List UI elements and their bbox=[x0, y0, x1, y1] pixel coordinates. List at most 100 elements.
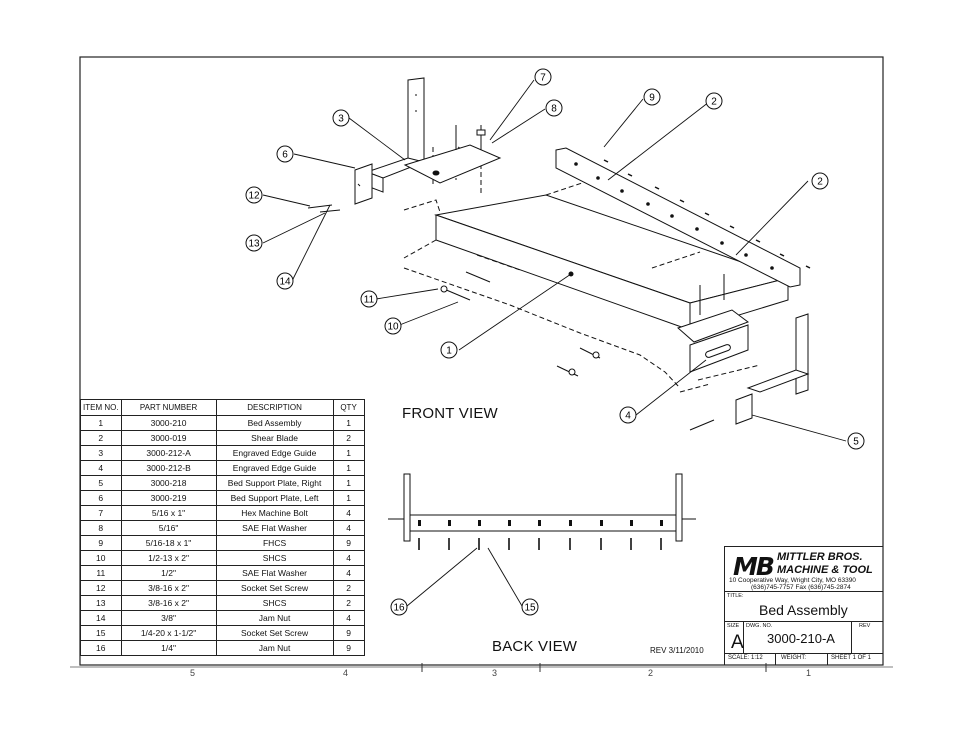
balloon-15: 15 bbox=[521, 598, 539, 616]
bom-cell-qty: 4 bbox=[332, 520, 365, 536]
bom-cell-part: 3000-212-B bbox=[120, 460, 217, 476]
balloon-number: 5 bbox=[853, 437, 859, 448]
bom-cell-item: 12 bbox=[80, 580, 122, 596]
bom-header-item: ITEM NO. bbox=[80, 399, 122, 416]
bom-cell-description: Socket Set Screw bbox=[215, 580, 334, 596]
bom-cell-part: 5/16 x 1" bbox=[120, 505, 217, 521]
bom-cell-qty: 4 bbox=[332, 550, 365, 566]
balloon-3: 3 bbox=[332, 109, 350, 127]
bom-cell-qty: 2 bbox=[332, 580, 365, 596]
sheet-size: A bbox=[731, 632, 744, 653]
zone-marker: 4 bbox=[343, 668, 349, 678]
bom-cell-part: 1/2-13 x 2" bbox=[120, 550, 217, 566]
bom-cell-qty: 1 bbox=[332, 475, 365, 491]
bom-cell-description: SHCS bbox=[215, 550, 334, 566]
bom-cell-qty: 1 bbox=[332, 415, 365, 431]
bom-cell-description: SAE Flat Washer bbox=[215, 565, 334, 581]
bom-cell-qty: 9 bbox=[332, 640, 365, 656]
balloon-number: 9 bbox=[649, 93, 655, 104]
drawing-weight: WEIGHT: bbox=[781, 655, 806, 661]
bom-cell-item: 8 bbox=[80, 520, 122, 536]
bom-cell-description: Jam Nut bbox=[215, 610, 334, 626]
bom-cell-part: 1/2" bbox=[120, 565, 217, 581]
bom-header-description: DESCRIPTION bbox=[215, 399, 334, 416]
title-label: TITLE: bbox=[727, 593, 744, 599]
bom-cell-part: 3000-218 bbox=[120, 475, 217, 491]
balloon-number: 10 bbox=[387, 322, 399, 333]
title-block: MB MITTLER BROS. MACHINE & TOOL 10 Coope… bbox=[724, 546, 883, 665]
front-view-drawing bbox=[307, 77, 811, 431]
balloon-2: 2 bbox=[705, 92, 723, 110]
balloon-number: 8 bbox=[551, 104, 557, 115]
company-logo: MB bbox=[733, 552, 775, 581]
bom-cell-item: 16 bbox=[80, 640, 122, 656]
zone-marker: 2 bbox=[648, 668, 654, 678]
balloon-11: 11 bbox=[360, 290, 378, 308]
balloon-4: 4 bbox=[619, 406, 637, 424]
bom-cell-item: 10 bbox=[80, 550, 122, 566]
rev-label: REV bbox=[859, 623, 871, 629]
bom-cell-qty: 1 bbox=[332, 490, 365, 506]
bom-cell-description: SAE Flat Washer bbox=[215, 520, 334, 536]
bom-cell-description: Bed Support Plate, Right bbox=[215, 475, 334, 491]
bom-cell-item: 11 bbox=[80, 565, 122, 581]
bom-cell-item: 2 bbox=[80, 430, 122, 446]
bom-cell-item: 1 bbox=[80, 415, 122, 431]
bom-cell-part: 3000-019 bbox=[120, 430, 217, 446]
bom-cell-item: 9 bbox=[80, 535, 122, 551]
company-name-line1: MITTLER BROS. bbox=[777, 551, 863, 563]
bom-cell-qty: 4 bbox=[332, 610, 365, 626]
bom-cell-qty: 4 bbox=[332, 505, 365, 521]
bom-cell-description: Jam Nut bbox=[215, 640, 334, 656]
bom-cell-item: 3 bbox=[80, 445, 122, 461]
balloon-number: 14 bbox=[279, 277, 291, 288]
balloon-number: 2 bbox=[711, 97, 717, 108]
bom-cell-part: 3000-212-A bbox=[120, 445, 217, 461]
balloon-6: 6 bbox=[276, 145, 294, 163]
bom-cell-item: 7 bbox=[80, 505, 122, 521]
sheet-number: SHEET 1 OF 1 bbox=[831, 655, 871, 661]
company-name-line2: MACHINE & TOOL bbox=[777, 564, 873, 576]
drawing-title: Bed Assembly bbox=[759, 602, 848, 618]
bom-header-row: ITEM NO. PART NUMBER DESCRIPTION QTY bbox=[80, 399, 365, 416]
company-phone: (636)745-7757 Fax (636)745-2874 bbox=[751, 584, 851, 591]
bom-cell-part: 3/8-16 x 2" bbox=[120, 595, 217, 611]
drawing-number: 3000-210-A bbox=[767, 631, 835, 646]
balloon-number: 1 bbox=[446, 346, 452, 357]
balloon-12: 12 bbox=[245, 186, 263, 204]
balloon-number: 3 bbox=[338, 114, 344, 125]
balloon-number: 6 bbox=[282, 150, 288, 161]
bom-header-part: PART NUMBER bbox=[120, 399, 217, 416]
bom-cell-description: Bed Support Plate, Left bbox=[215, 490, 334, 506]
bom-cell-description: Shear Blade bbox=[215, 430, 334, 446]
bom-cell-description: FHCS bbox=[215, 535, 334, 551]
balloon-8: 8 bbox=[545, 99, 563, 117]
bom-cell-part: 5/16-18 x 1" bbox=[120, 535, 217, 551]
balloon-10: 10 bbox=[384, 317, 402, 335]
balloon-number: 4 bbox=[625, 411, 631, 422]
front-view-label: FRONT VIEW bbox=[402, 405, 498, 422]
bom-cell-qty: 1 bbox=[332, 445, 365, 461]
balloon-9: 9 bbox=[643, 88, 661, 106]
revision-note: REV 3/11/2010 bbox=[650, 646, 704, 655]
balloon-number: 16 bbox=[393, 603, 405, 614]
bom-cell-qty: 2 bbox=[332, 430, 365, 446]
balloon-2: 2 bbox=[811, 172, 829, 190]
balloon-number: 13 bbox=[248, 239, 260, 250]
bom-cell-item: 6 bbox=[80, 490, 122, 506]
